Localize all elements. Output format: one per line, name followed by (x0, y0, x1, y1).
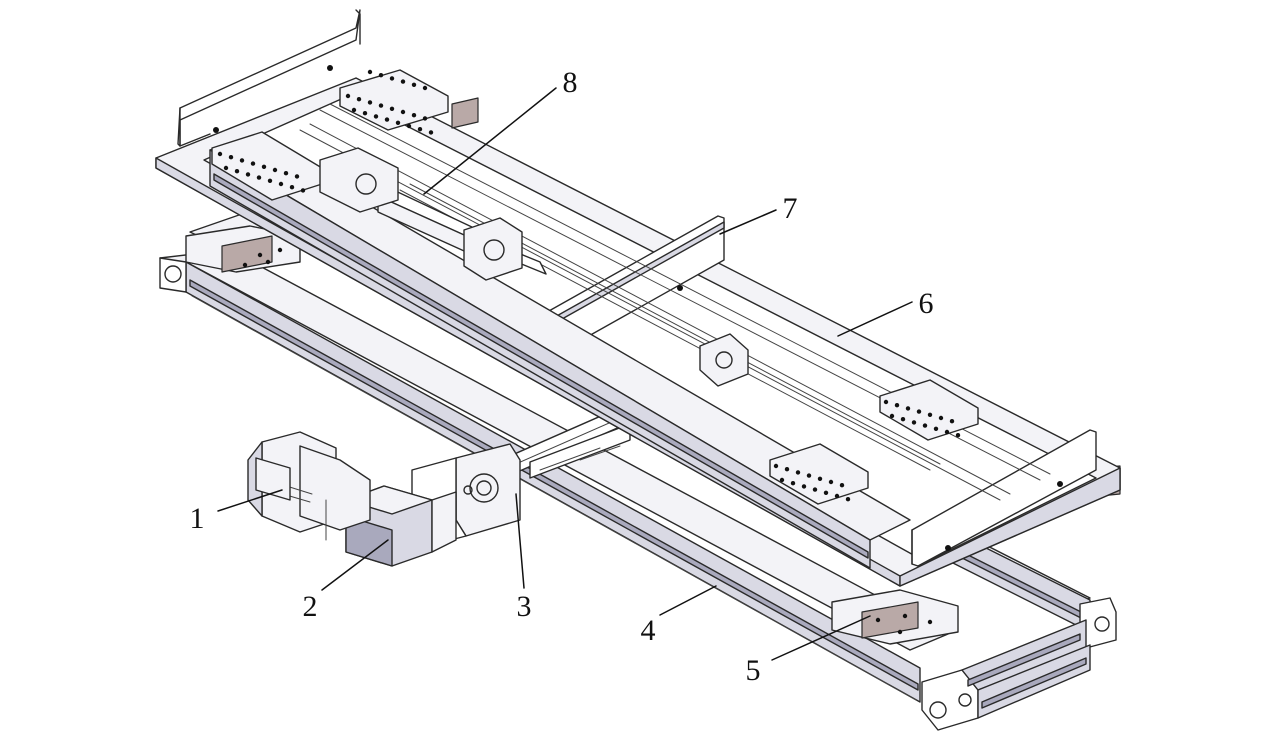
mounting-hole (389, 106, 395, 112)
mounting-hole (422, 116, 428, 121)
mounting-hole (289, 185, 295, 190)
mounting-hole (922, 423, 928, 428)
mounting-hole (267, 178, 273, 183)
callout-7: 7 (783, 192, 798, 225)
mounting-hole (411, 113, 417, 118)
mounting-hole (400, 79, 406, 84)
leader-7 (719, 209, 777, 235)
leader-3 (515, 493, 525, 589)
mounting-hole (955, 433, 961, 438)
mounting-hole (384, 117, 390, 122)
callout-4: 4 (641, 614, 656, 647)
mounting-hole (223, 165, 229, 171)
mounting-hole (894, 403, 900, 408)
mounting-hole (217, 151, 223, 157)
callout-3: 3 (517, 590, 532, 623)
mounting-hole (356, 97, 362, 102)
mounting-holes (217, 69, 961, 502)
callout-labels: 1 2 3 4 5 6 7 8 (190, 66, 934, 687)
carriage-panel (155, 9, 1121, 587)
mounting-hole (395, 120, 401, 126)
mounting-hole (378, 73, 384, 78)
mounting-hole (933, 426, 939, 431)
mounting-hole (428, 130, 434, 135)
mounting-hole (422, 85, 428, 91)
mounting-hole (911, 420, 917, 425)
mounting-hole (234, 169, 240, 174)
leader-lines (217, 87, 913, 661)
callout-2: 2 (303, 590, 318, 623)
mounting-hole (239, 158, 245, 163)
mounting-hole (927, 412, 933, 417)
mounting-hole (389, 76, 395, 81)
callout-6: 6 (919, 287, 934, 320)
mounting-hole (795, 470, 801, 475)
mounting-hole (351, 107, 357, 113)
mounting-hole (905, 406, 911, 411)
mounting-hole (817, 476, 823, 481)
mounting-hole (406, 123, 412, 129)
mounting-hole (900, 417, 906, 422)
mounting-hole (790, 481, 796, 486)
mounting-hole (823, 490, 829, 495)
mounting-hole (411, 82, 417, 88)
mounting-hole (944, 429, 950, 435)
mounting-hole (812, 487, 818, 492)
leader-5 (771, 615, 871, 661)
mounting-hole (784, 467, 790, 472)
leader-4 (659, 585, 717, 616)
mounting-hole (367, 100, 373, 105)
mounting-hole (938, 415, 944, 421)
leader-6 (837, 301, 913, 337)
mounting-hole (779, 477, 785, 483)
leader-8 (423, 87, 557, 195)
mounting-hole (367, 69, 373, 75)
mounting-hole (801, 484, 807, 489)
mounting-hole (400, 109, 406, 115)
mounting-hole (839, 483, 845, 488)
mounting-hole (373, 114, 379, 119)
mounting-hole (378, 103, 384, 108)
mounting-hole (417, 127, 423, 132)
mounting-hole (889, 413, 895, 419)
mounting-hole (245, 172, 251, 177)
mounting-hole (883, 399, 889, 405)
mounting-hole (845, 497, 851, 502)
mounting-hole (806, 473, 812, 478)
mounting-hole (773, 463, 779, 469)
mounting-hole (250, 161, 256, 166)
callout-8: 8 (563, 66, 578, 99)
mounting-hole (256, 175, 262, 180)
leader-1 (217, 489, 283, 512)
mounting-hole (272, 167, 278, 173)
mounting-hole (278, 181, 284, 187)
mounting-hole (828, 479, 834, 485)
mounting-hole (283, 171, 289, 176)
leader-2 (321, 539, 389, 591)
mounting-hole (834, 493, 840, 499)
mounting-hole (300, 188, 306, 193)
mounting-hole (294, 174, 300, 179)
mounting-hole (345, 93, 351, 99)
mounting-hole (949, 419, 955, 424)
mounting-hole (362, 111, 368, 116)
mounting-hole (228, 155, 234, 160)
callout-5: 5 (746, 654, 761, 687)
mounting-hole (261, 164, 267, 169)
callout-1: 1 (190, 502, 205, 535)
mounting-hole (916, 409, 922, 414)
